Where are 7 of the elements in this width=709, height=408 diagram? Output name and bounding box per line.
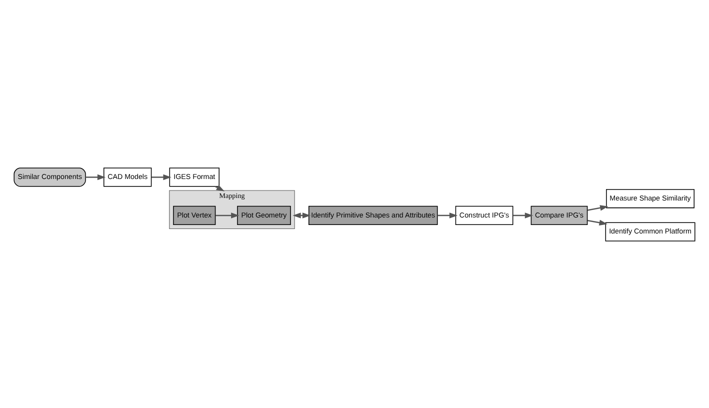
arrow [512, 212, 534, 218]
arrow [587, 204, 608, 210]
arrow [437, 212, 458, 218]
arrow [86, 174, 106, 180]
arrow [587, 219, 608, 225]
arrow [151, 174, 172, 180]
arrow [215, 212, 240, 218]
